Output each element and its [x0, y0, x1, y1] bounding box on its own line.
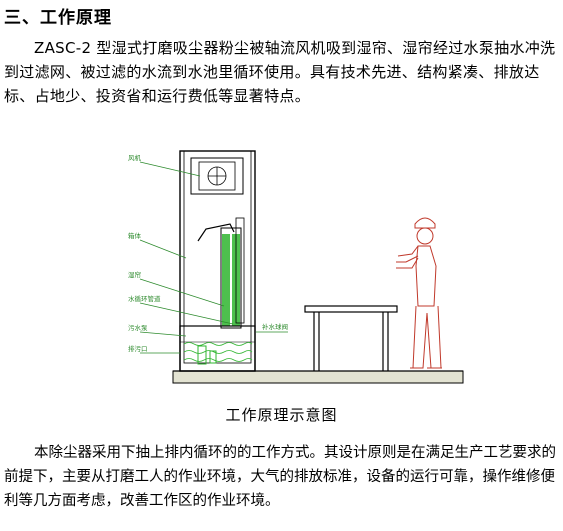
- floor-slab: [172, 370, 464, 384]
- work-table: [304, 305, 398, 371]
- label-drain: 排污口: [128, 344, 148, 353]
- design-paragraph: 本除尘器采用下抽上排内循环的的工作方式。其设计原则是在满足生产工艺要求的前提下，…: [4, 445, 556, 509]
- figure-caption: 工作原理示意图: [225, 406, 338, 424]
- curtain-frame: [220, 227, 242, 329]
- section-heading: 三、工作原理: [4, 8, 112, 28]
- principle-diagram: 风机 箱体 湿帘 水循环管道 污水泵 排污口 补水球阀: [128, 150, 464, 384]
- label-fan: 风机: [128, 153, 142, 162]
- pump-body: [197, 345, 207, 365]
- label-water-pipe: 水循环管道: [128, 294, 161, 303]
- worker-figure: [396, 217, 442, 369]
- water-tank: [179, 325, 256, 372]
- label-pump: 污水泵: [128, 323, 148, 332]
- intro-paragraph: ZASC-2 型湿式打磨吸尘器粉尘被轴流风机吸到湿帘、湿帘经过水泵抽水冲洗到过滤…: [4, 39, 556, 105]
- label-body: 箱体: [128, 231, 142, 240]
- wet-curtain-left: [222, 234, 230, 326]
- label-tank: 补水球阀: [262, 322, 288, 331]
- working-principle-figure: 风机 箱体 湿帘 水循环管道 污水泵 排污口 补水球阀: [118, 146, 468, 386]
- label-wet-curtain: 湿帘: [128, 270, 142, 279]
